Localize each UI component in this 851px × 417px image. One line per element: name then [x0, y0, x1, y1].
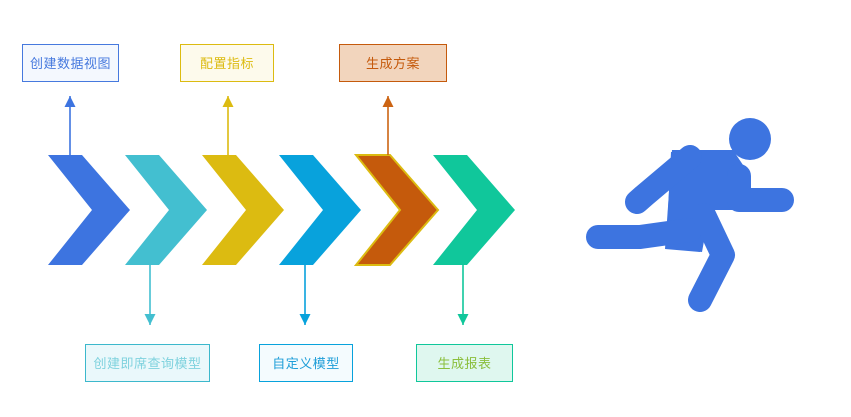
chevron-4 [279, 155, 361, 265]
connector-create-adhoc-query-model [144, 265, 156, 325]
connector-custom-model-arrowhead [299, 314, 311, 325]
runner-back-arm [625, 145, 702, 214]
label-generate-report-text: 生成报表 [437, 355, 492, 371]
runner-front-leg [688, 203, 735, 312]
chevron-6 [433, 155, 515, 265]
connector-create-data-view [64, 96, 76, 155]
label-configure-metrics-text: 配置指标 [199, 55, 254, 71]
label-generate-report[interactable]: 生成报表 [416, 344, 513, 382]
label-create-data-view[interactable]: 创建数据视图 [22, 44, 119, 82]
chevron-5 [353, 154, 440, 266]
label-custom-model-text: 自定义模型 [272, 355, 340, 371]
label-configure-metrics[interactable]: 配置指标 [180, 44, 274, 82]
runner-head-icon [729, 118, 771, 160]
chevron-1 [48, 155, 130, 265]
connector-configure-metrics [222, 96, 234, 155]
connector-generate-report-arrowhead [457, 314, 469, 325]
connector-custom-model [299, 265, 311, 325]
label-create-adhoc-query-model-text: 创建即席查询模型 [93, 355, 202, 371]
runner-back-leg [586, 218, 702, 249]
connector-generate-report [457, 265, 469, 325]
runner-torso [666, 152, 726, 252]
runner-front-arm [727, 164, 794, 212]
chevron-3 [202, 155, 284, 265]
label-generate-plan[interactable]: 生成方案 [339, 44, 447, 82]
connector-create-data-view-arrowhead [64, 96, 76, 107]
runner-body [665, 150, 745, 252]
label-create-data-view-text: 创建数据视图 [29, 55, 111, 71]
label-custom-model[interactable]: 自定义模型 [259, 344, 353, 382]
connector-generate-plan-arrowhead [382, 96, 394, 107]
connector-create-adhoc-query-model-arrowhead [144, 314, 156, 325]
chevron-2 [125, 155, 207, 265]
connector-generate-plan [382, 96, 394, 155]
connector-configure-metrics-arrowhead [222, 96, 234, 107]
label-create-adhoc-query-model[interactable]: 创建即席查询模型 [85, 344, 210, 382]
running-person-icon [586, 118, 794, 312]
label-generate-plan-text: 生成方案 [365, 55, 420, 71]
